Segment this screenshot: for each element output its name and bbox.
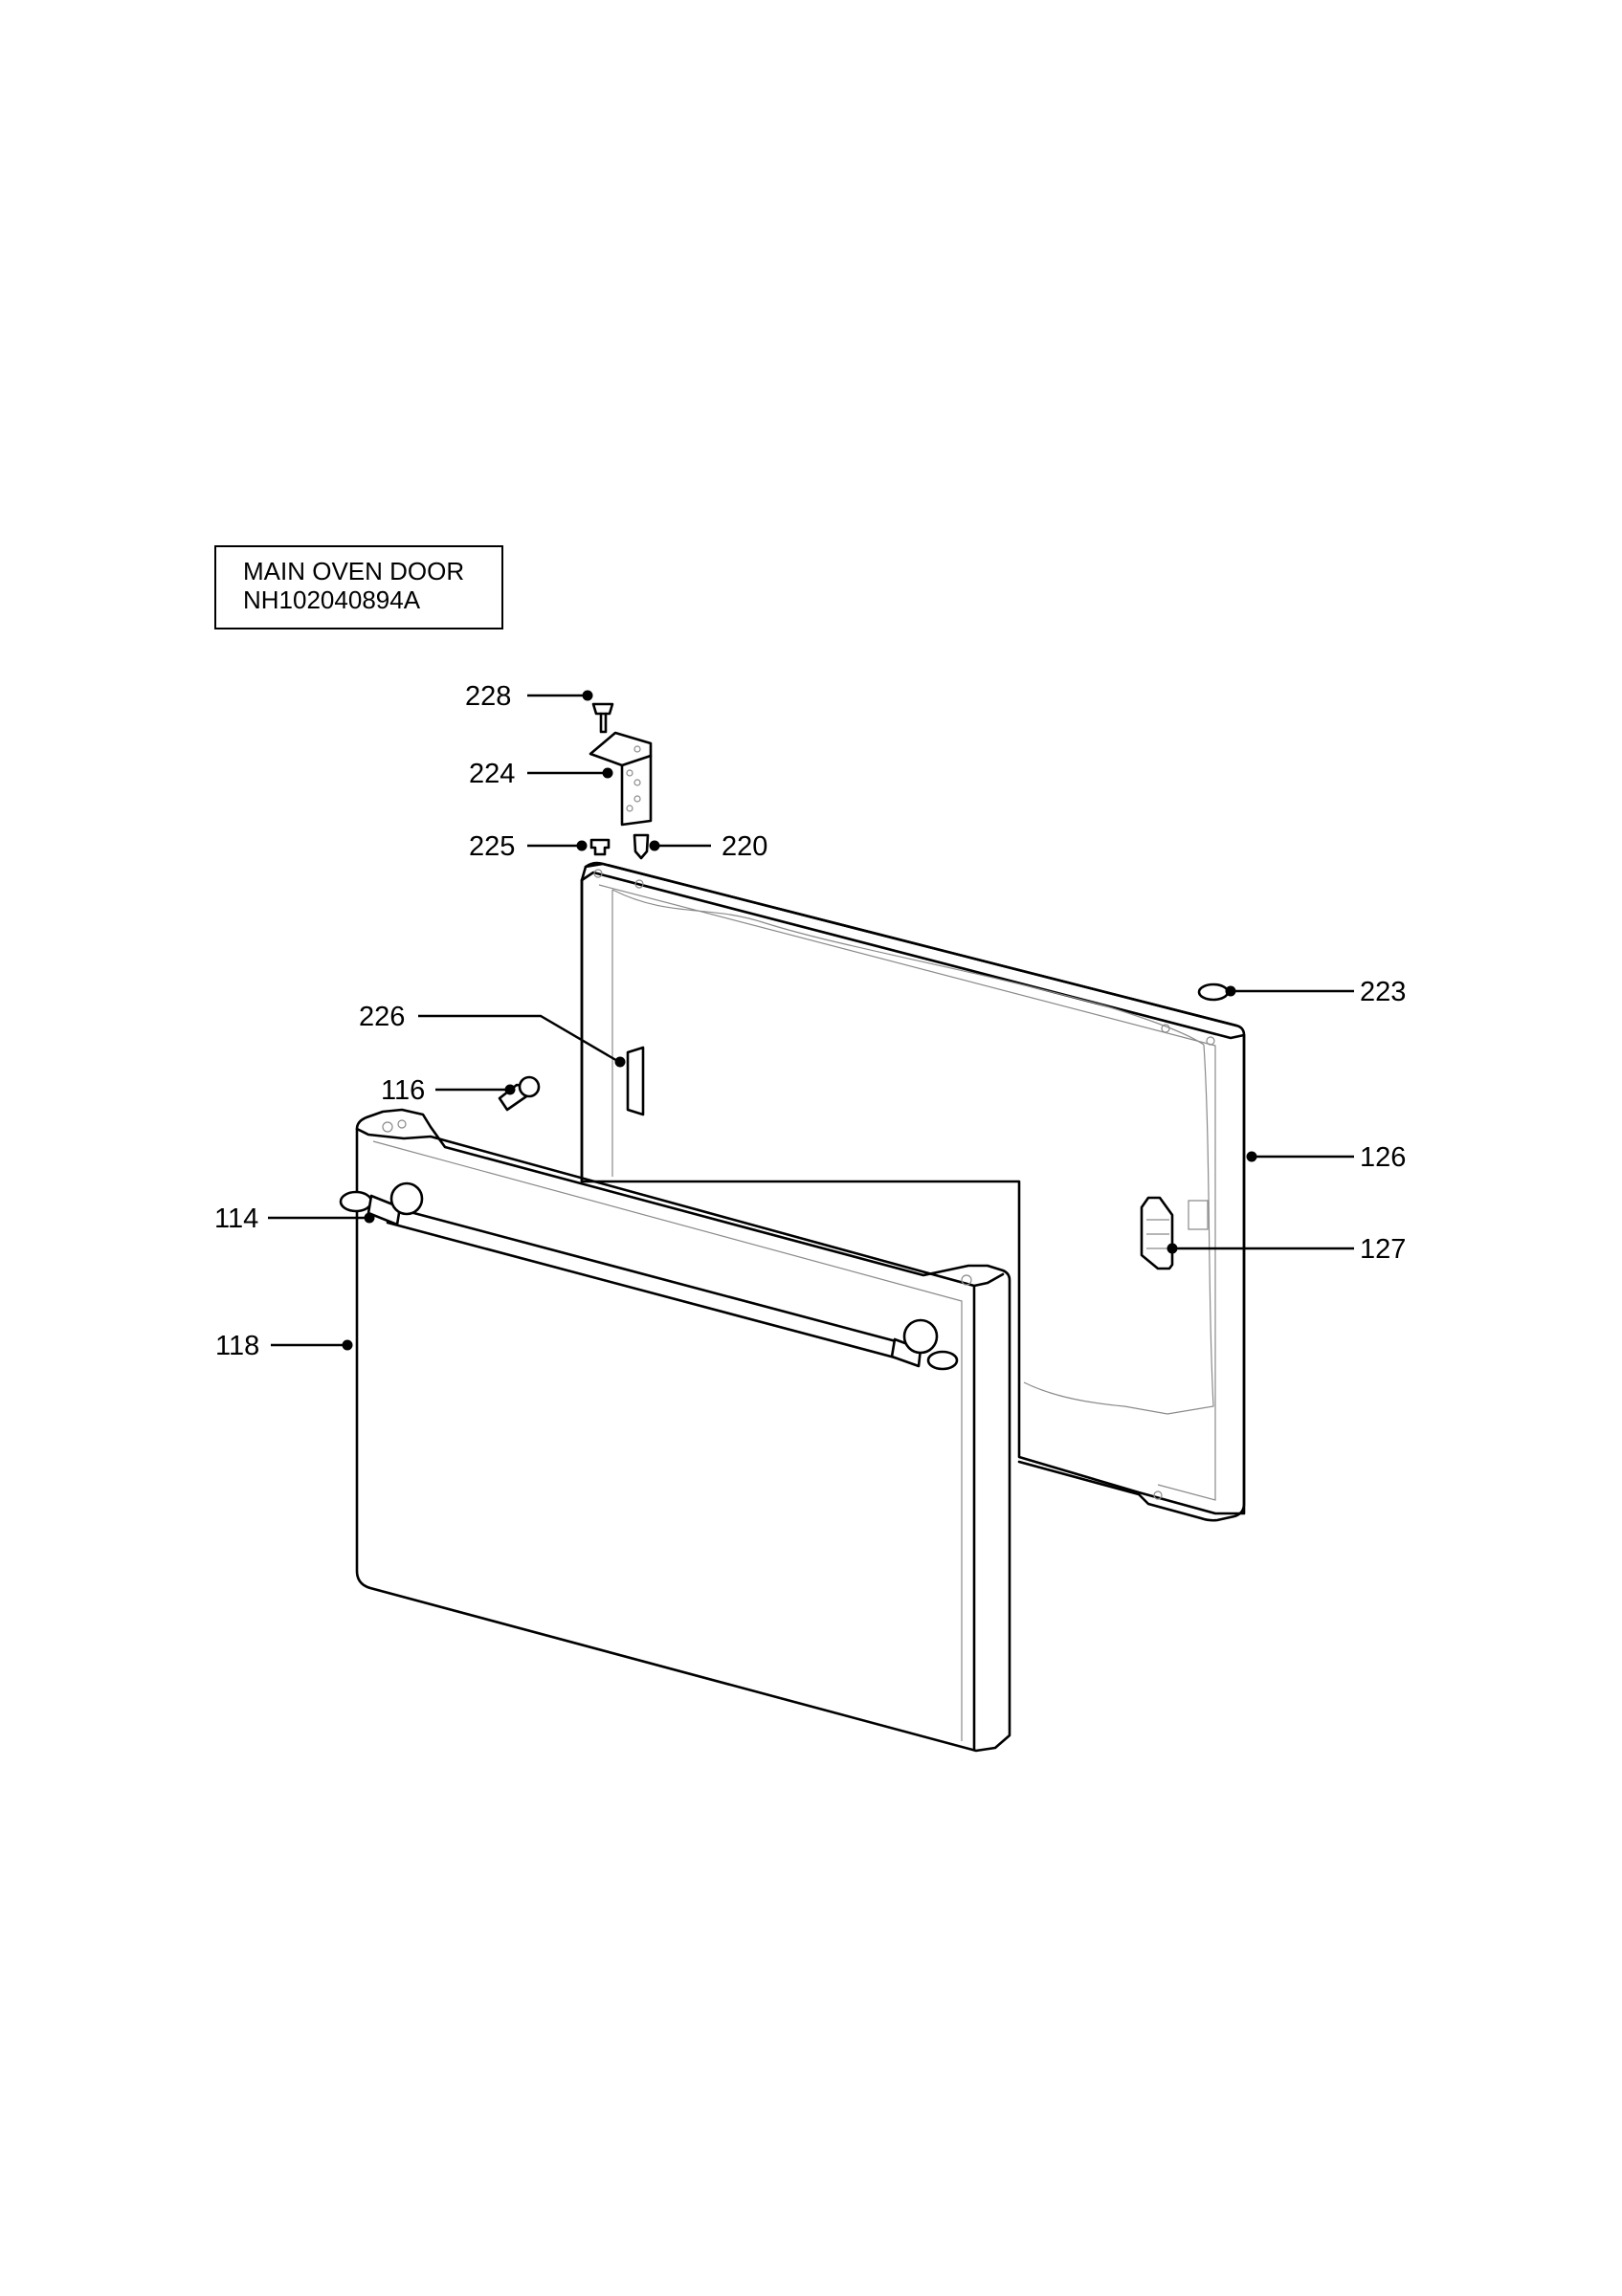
callout-114: 114 xyxy=(214,1203,258,1234)
hinge-pin-116 xyxy=(498,1075,541,1112)
washer-223 xyxy=(1197,982,1230,1002)
rear-door-panel xyxy=(580,861,1246,1522)
title-line-1: MAIN OVEN DOOR xyxy=(243,557,465,585)
screw-228 xyxy=(591,702,614,734)
title-line-2: NH102040894A xyxy=(243,585,421,614)
callout-226: 226 xyxy=(359,1002,405,1032)
callout-116: 116 xyxy=(381,1075,425,1106)
front-door-panel xyxy=(355,1108,1011,1753)
callout-126: 126 xyxy=(1360,1142,1406,1173)
callout-118: 118 xyxy=(215,1331,259,1361)
callout-228: 228 xyxy=(465,681,511,712)
bush-225 xyxy=(589,838,611,856)
callout-224: 224 xyxy=(469,759,515,789)
callout-127: 127 xyxy=(1360,1234,1406,1265)
callout-220: 220 xyxy=(722,831,767,862)
callout-225: 225 xyxy=(469,831,515,862)
title-box: MAIN OVEN DOOR NH102040894A xyxy=(214,545,503,629)
callout-leaders xyxy=(268,690,1354,1351)
pin-220 xyxy=(633,833,650,860)
hinge-bracket-224 xyxy=(589,731,653,827)
callout-223: 223 xyxy=(1360,977,1406,1007)
door-latch-127 xyxy=(1140,1196,1209,1270)
door-handle xyxy=(339,1181,959,1371)
hinge-slot-226 xyxy=(626,1046,645,1116)
